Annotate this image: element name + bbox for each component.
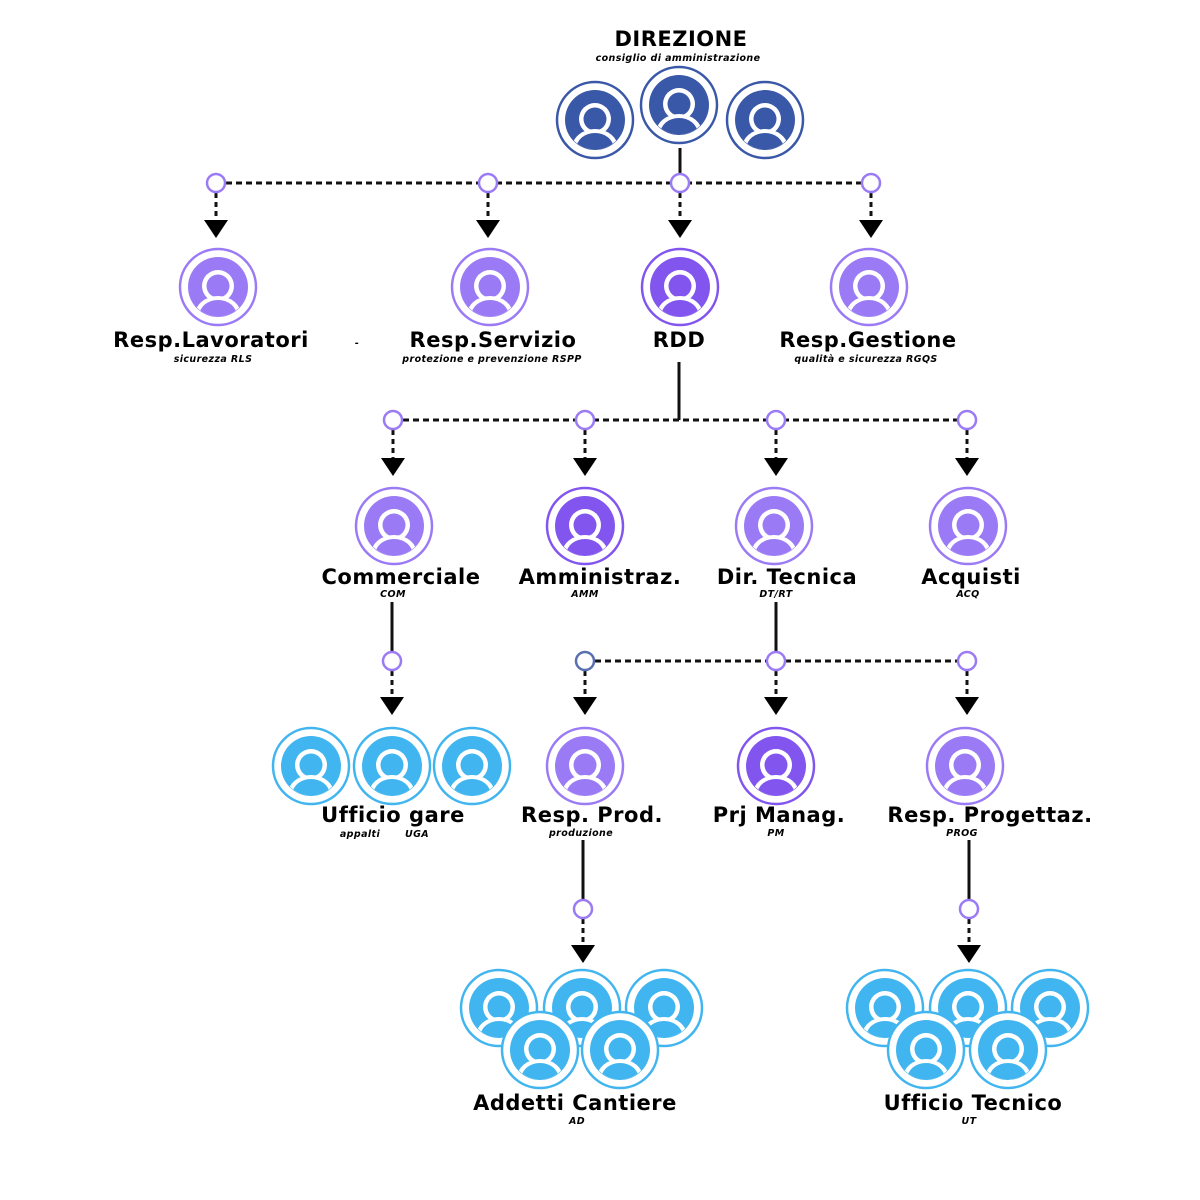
node-title: RDD (653, 328, 706, 352)
stray-dash: - (355, 338, 359, 349)
junction-dot-icon (574, 650, 596, 672)
node-subtitle: COM (380, 589, 406, 600)
junction-dot-icon (382, 409, 404, 431)
junction-dot-icon (477, 172, 499, 194)
person-avatar-icon (432, 726, 512, 806)
node-subtitle: produzione (548, 828, 613, 839)
node-ufficio-tecnico: Ufficio Tecnico UT (884, 1091, 1063, 1127)
person-avatar-icon (352, 726, 432, 806)
node-subtitle: sicurezza RLS (174, 354, 253, 365)
node-resp-prod: Resp. Prod. produzione (521, 803, 663, 839)
node-title: Resp. Progettaz. (887, 803, 1092, 827)
arrow-head-icon (204, 220, 228, 238)
node-title: Commerciale (322, 565, 481, 589)
node-subtitle: DT/RT (759, 589, 793, 600)
junction-dots (205, 172, 980, 920)
node-subtitle: PM (767, 828, 784, 839)
junction-dot-icon (958, 898, 980, 920)
person-avatar-icon (545, 726, 625, 806)
person-avatar-icon (178, 247, 258, 327)
junction-dot-icon (765, 409, 787, 431)
junction-dot-icon (572, 898, 594, 920)
person-avatar-icon (450, 247, 530, 327)
person-avatar-icon (500, 1010, 580, 1090)
arrow-head-icon (955, 458, 979, 476)
node-resp-lavoratori: Resp.Lavoratori sicurezza RLS (113, 328, 309, 365)
node-commerciale: Commerciale COM (322, 565, 481, 600)
node-title: Prj Manag. (713, 803, 845, 827)
person-avatar-icon (725, 80, 805, 160)
arrow-head-icon (571, 945, 595, 963)
node-title: Resp.Servizio (410, 328, 577, 352)
node-title: Acquisti (921, 565, 1021, 589)
junction-dot-icon (574, 409, 596, 431)
node-title: Ufficio Tecnico (884, 1091, 1063, 1115)
junction-dot-icon (765, 650, 787, 672)
node-resp-progettaz: Resp. Progettaz. PROG (887, 803, 1092, 839)
person-avatar-icon (580, 1010, 660, 1090)
node-rdd: RDD (653, 328, 706, 352)
arrow-head-icon (764, 458, 788, 476)
arrow-head-icon (573, 458, 597, 476)
node-title: Amministraz. (519, 565, 682, 589)
node-resp-servizio: Resp.Servizio protezione e prevenzione R… (401, 328, 581, 365)
person-avatar-icon (640, 247, 720, 327)
node-amministraz: Amministraz. AMM (519, 565, 682, 600)
person-avatar-icon (545, 486, 625, 566)
node-title: Resp.Gestione (779, 328, 956, 352)
node-title: Dir. Tecnica (717, 565, 857, 589)
junction-dot-icon (956, 650, 978, 672)
node-subtitle: PROG (946, 828, 978, 839)
arrow-head-icon (955, 697, 979, 715)
node-dir-tecnica: Dir. Tecnica DT/RT (717, 565, 857, 600)
node-title: Ufficio gare (321, 803, 465, 827)
node-subtitle: ACQ (955, 589, 979, 600)
junction-dot-icon (381, 650, 403, 672)
person-avatar-icon (886, 1010, 966, 1090)
node-acquisti: Acquisti ACQ (921, 565, 1021, 600)
node-ufficio-gare: Ufficio gare appalti UGA (321, 803, 465, 840)
person-avatar-icon (925, 726, 1005, 806)
person-avatar-icon (555, 80, 635, 160)
arrow-head-icon (573, 697, 597, 715)
node-prj-manag: Prj Manag. PM (713, 803, 845, 839)
node-title: Addetti Cantiere (473, 1091, 677, 1115)
avatars (178, 65, 1090, 1090)
person-avatar-icon (271, 726, 351, 806)
junction-dot-icon (669, 172, 691, 194)
node-subtitle: AD (568, 1116, 585, 1127)
arrow-head-icon (380, 697, 404, 715)
node-subtitle: appalti (340, 829, 381, 840)
person-avatar-icon (968, 1010, 1048, 1090)
node-subtitle: UGA (405, 829, 429, 840)
node-title: DIREZIONE (614, 27, 747, 51)
junction-dot-icon (205, 172, 227, 194)
arrow-head-icon (381, 458, 405, 476)
arrow-head-icon (764, 697, 788, 715)
junction-dot-icon (860, 172, 882, 194)
arrow-head-icon (668, 220, 692, 238)
node-subtitle: protezione e prevenzione RSPP (401, 354, 581, 365)
arrow-head-icon (859, 220, 883, 238)
person-avatar-icon (639, 65, 719, 145)
person-avatar-icon (928, 486, 1008, 566)
node-subtitle: consiglio di amministrazione (596, 53, 761, 64)
person-avatar-icon (829, 247, 909, 327)
node-subtitle: qualità e sicurezza RGQS (794, 354, 937, 365)
junction-dot-icon (956, 409, 978, 431)
arrow-head-icon (957, 945, 981, 963)
node-addetti-cantiere: Addetti Cantiere AD (473, 1091, 677, 1127)
node-title: Resp. Prod. (521, 803, 663, 827)
node-direzione: DIREZIONE consiglio di amministrazione (596, 27, 761, 64)
node-resp-gestione: Resp.Gestione qualità e sicurezza RGQS (779, 328, 956, 365)
arrow-head-icon (476, 220, 500, 238)
person-avatar-icon (734, 486, 814, 566)
person-avatar-icon (736, 726, 816, 806)
person-avatar-icon (354, 486, 434, 566)
node-subtitle: UT (962, 1116, 978, 1127)
node-title: Resp.Lavoratori (113, 328, 309, 352)
node-subtitle: AMM (570, 589, 599, 600)
